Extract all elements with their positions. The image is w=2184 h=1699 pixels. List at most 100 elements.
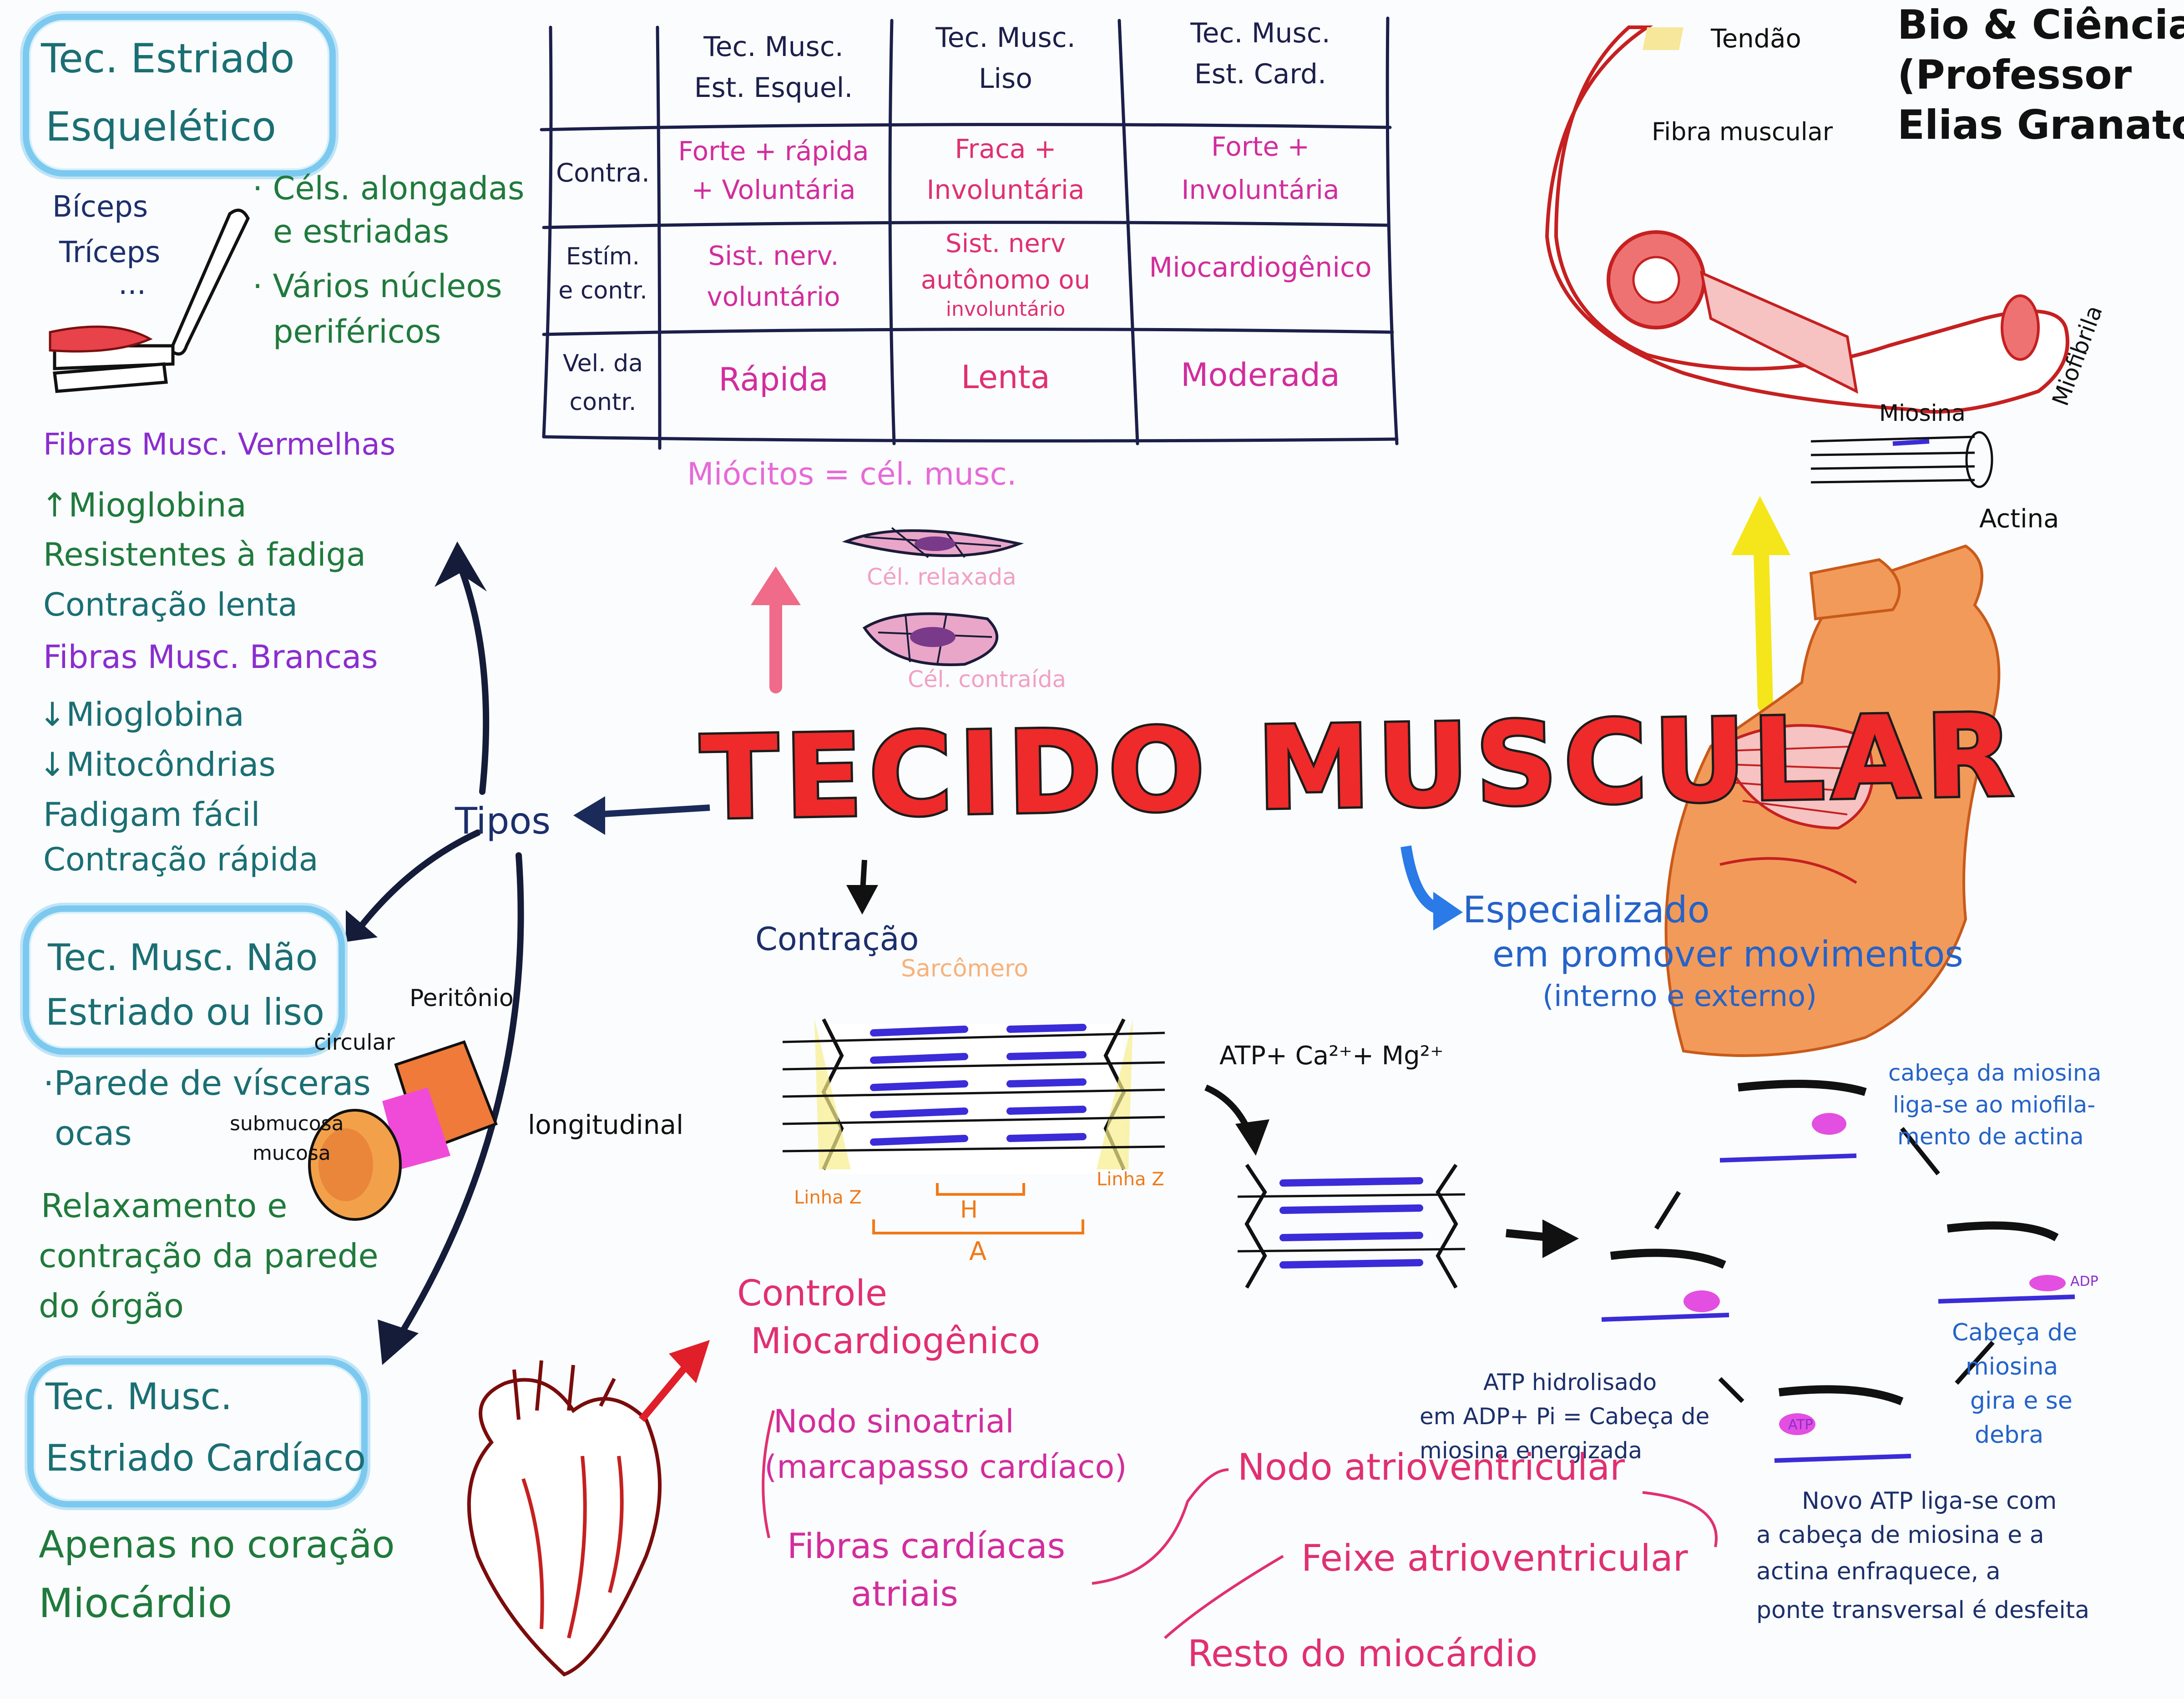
smooth-title-1: Tec. Musc. Não — [48, 936, 318, 979]
biceps-muscle-drawing — [49, 325, 153, 353]
brand-line-1: Bio & Ciências — [1897, 1, 2184, 48]
cell-contracted-drawing — [862, 612, 999, 666]
smooth-cloud — [23, 905, 345, 1055]
cofactors-label: ATP+ Ca²⁺+ Mg²⁺ — [1219, 1041, 1444, 1071]
flexed-arm-drawing — [1664, 544, 2001, 1057]
cycle-step4-2: em ADP+ Pi = Cabeça de — [1420, 1403, 1710, 1430]
yellow-arrow — [1731, 496, 1790, 713]
atp-label: ATP — [1788, 1417, 1813, 1433]
layer-longitudinal: longitudinal — [528, 1109, 684, 1140]
cell-card-contracao-2: Involuntária — [1181, 174, 1340, 205]
control-title-1: Controle — [737, 1273, 887, 1314]
skeletal-feature-2: e estriadas — [273, 213, 450, 250]
pink-up-arrow — [751, 566, 801, 693]
skeletal-example-2: Tríceps — [59, 236, 161, 269]
cardiac-item-1: Apenas no coração — [39, 1523, 395, 1567]
cycle-step4-1: ATP hidrolisado — [1483, 1369, 1657, 1396]
adp-label: ADP — [2070, 1274, 2098, 1289]
cell-liso-contracao-2: Involuntária — [926, 174, 1085, 205]
smooth-item-2: ocas — [55, 1114, 132, 1153]
miosina-label: Miosina — [1879, 400, 1966, 426]
cycle-step3-2: a cabeça de miosina e a — [1756, 1522, 2044, 1549]
table-header-2a: Tec. Musc. — [935, 22, 1076, 54]
row-label-estim-2: e contr. — [558, 277, 647, 304]
control-item-1: Nodo sinoatrial — [774, 1403, 1014, 1440]
tendao-label: Tendão — [1711, 24, 1801, 54]
red-fibers-item-3: Contração lenta — [43, 586, 298, 623]
cycle-step1-1: cabeça da miosina — [1888, 1060, 2102, 1086]
linha-z-left-label: Linha Z — [794, 1187, 862, 1208]
cycle-step3-4: ponte transversal é desfeita — [1756, 1597, 2090, 1624]
skeletal-example-1: Bíceps — [52, 190, 148, 224]
table-header-1b: Est. Esquel. — [694, 72, 853, 104]
cardiac-item-2: Miocárdio — [39, 1580, 233, 1627]
layer-circular: circular — [314, 1030, 395, 1055]
smooth-muscle-tube — [308, 1040, 498, 1221]
control-connectors — [762, 1410, 1718, 1639]
cycle-sketches — [1601, 1080, 2075, 1463]
sarcomere-label: Sarcômero — [901, 955, 1029, 982]
brand-line-2: (Professor — [1897, 51, 2132, 98]
cycle-step2-3: gira e se — [1970, 1387, 2073, 1415]
especializado-label-2: em promover movimentos — [1492, 934, 1963, 975]
red-fibers-item-2: Resistentes à fadiga — [43, 536, 366, 573]
cycle-step2-1: Cabeça de — [1952, 1319, 2078, 1346]
a-band-label: A — [969, 1237, 987, 1266]
control-title-2: Miocardiogênico — [751, 1321, 1041, 1362]
cell-contracted-label: Cél. contraída — [908, 666, 1067, 693]
smooth-item-5: do órgão — [39, 1287, 184, 1325]
white-fibers-item-3: Fadigam fácil — [43, 795, 260, 834]
cycle-step1-2: liga-se ao miofila- — [1893, 1092, 2096, 1118]
white-fibers-title: Fibras Musc. Brancas — [43, 638, 378, 676]
h-band-label: H — [960, 1196, 978, 1224]
control-item-3: Fibras cardíacas — [787, 1526, 1066, 1566]
row-label-estim-1: Estím. — [566, 243, 640, 270]
tipos-arrow — [573, 796, 710, 835]
skeletal-title-1: Tec. Estriado — [41, 35, 295, 82]
cell-liso-estim-3: involuntário — [945, 298, 1066, 321]
cycle-arrows — [1654, 1127, 1995, 1403]
especializado-label-1: Especializado — [1463, 889, 1710, 931]
especializado-label-3: (interno e externo) — [1542, 980, 1817, 1013]
cardiac-title-1: Tec. Musc. — [46, 1375, 233, 1418]
cell-liso-contracao-1: Fraca + — [955, 133, 1057, 164]
cell-liso-vel: Lenta — [961, 359, 1050, 396]
cell-esq-contracao-2: + Voluntária — [691, 174, 856, 205]
fibra-muscular-label: Fibra muscular — [1652, 117, 1833, 146]
skeletal-example-3: ... — [118, 268, 147, 301]
contracao-label: Contração — [755, 920, 919, 958]
sarcomere-drawing — [782, 1018, 1165, 1234]
table-header-1a: Tec. Musc. — [703, 31, 844, 63]
table-footnote: Miócitos = cél. musc. — [687, 456, 1017, 492]
control-item-6: Feixe atrioventricular — [1301, 1537, 1688, 1579]
skeletal-feature-3: · Vários núcleos — [253, 268, 502, 305]
red-fibers-title: Fibras Musc. Vermelhas — [43, 427, 396, 462]
layer-submucosa: submucosa — [230, 1112, 344, 1135]
cell-esq-contracao-1: Forte + rápida — [678, 136, 869, 167]
control-item-2: (marcapasso cardíaco) — [764, 1448, 1127, 1486]
cardiac-cloud — [27, 1358, 368, 1507]
skeletal-title-2: Esquelético — [46, 103, 276, 150]
contracted-sarcomere-drawing — [1237, 1163, 1466, 1289]
row-label-vel-2: contr. — [569, 389, 637, 416]
cycle-step3-1: Novo ATP liga-se com — [1802, 1487, 2057, 1515]
row-label-contracao: Contra. — [556, 158, 650, 188]
smooth-item-3: Relaxamento e — [41, 1187, 288, 1225]
cell-relaxed-label: Cél. relaxada — [867, 564, 1016, 590]
cell-esq-estim-1: Sist. nerv. — [708, 240, 839, 271]
skeletal-feature-4: periféricos — [273, 313, 441, 350]
heart-drawing — [467, 1360, 662, 1677]
contracao-arrow — [846, 860, 878, 915]
cycle-step3-3: actina enfraquece, a — [1756, 1558, 2001, 1585]
cell-card-estim: Miocardiogênico — [1149, 252, 1372, 283]
smooth-item-1: ·Parede de vísceras — [43, 1064, 371, 1103]
cell-card-contracao-1: Forte + — [1211, 131, 1310, 162]
control-item-4: atriais — [851, 1573, 959, 1614]
cycle-step2-2: miosina — [1966, 1353, 2058, 1380]
cycle-step2-4: debra — [1975, 1421, 2044, 1449]
layer-mucosa: mucosa — [253, 1142, 331, 1165]
tipos-label: Tipos — [455, 800, 551, 842]
skeletal-feature-1: · Céls. alongadas — [253, 170, 525, 207]
linha-z-right-label: Linha Z — [1097, 1169, 1164, 1190]
red-fibers-item-1: ↑Mioglobina — [41, 486, 247, 524]
